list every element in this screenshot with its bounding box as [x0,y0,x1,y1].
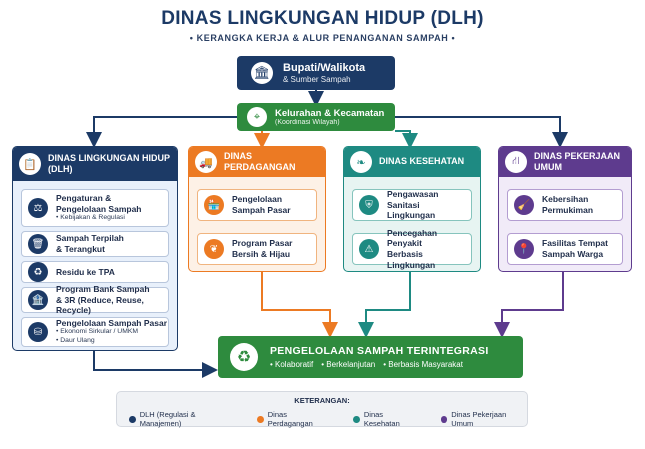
leaf-icon: ❦ [204,239,224,259]
item-title: Pengawasan Sanitasi [387,189,439,210]
list-item: ♻ Residu ke TPA [21,261,169,283]
warning-icon: ⚠ [359,239,379,259]
bupati-title: Bupati/Walikota [283,62,366,74]
dept-dlh: 📋 DINAS LINGKUNGAN HIDUP (DLH) ⚖ Pengatu… [12,146,178,351]
list-item: ❦ Program Pasar Bersih & Hijau [197,233,317,265]
item-title: Fasilitas Tempat [542,238,608,249]
dept-dlh-header: 📋 DINAS LINGKUNGAN HIDUP (DLH) [13,147,177,181]
recycle-icon: ♻ [28,262,48,282]
item-sub: • Ekonomi Sirkular / UMKM [56,328,139,336]
dept-perdagangan-title: DINAS PERDAGANGAN [224,150,296,172]
item-sub: • Daur Ulang [56,337,95,345]
item-title: Permukiman [542,205,594,215]
item-title: Pengelolaan Sampah Pasar [56,317,168,328]
page-title: DINAS LINGKUNGAN HIDUP (DLH) [161,8,484,29]
kelurahan-sub: (Koordinasi Wilayah) [275,119,340,126]
arrow-to-dlh [86,116,237,148]
legend-item: Dinas Pekerjaan Umum [440,410,527,428]
legend-dot [129,415,136,423]
legend: KETERANGAN: DLH (Regulasi & Manajemen) D… [116,391,528,428]
clipboard-icon: 📋 [19,153,41,175]
location-pin-icon: 📍 [514,239,534,259]
arrow-dlh-final [93,351,218,378]
arrow-pu-final [494,272,564,338]
item-sub: • Kebijakan & Regulasi [56,214,125,222]
dept-kesehatan-header: ❧ DINAS KESEHATAN [344,147,480,177]
arrow-kes-final [358,272,411,338]
broom-icon: 🧹 [514,195,534,215]
coins-icon: ⛁ [28,322,48,342]
legend-title: KETERANGAN: [294,396,350,405]
dept-dlh-title: DINAS LINGKUNGAN HIDUP [48,152,171,163]
road-icon: ⛙ [505,151,527,173]
item-title: Sampah Warga [542,249,604,259]
government-building-icon: 🏛 [251,62,273,84]
arrow-to-pu [395,116,568,148]
final-tag: • Berkelanjutan [321,360,376,369]
kelurahan-title: Kelurahan & Kecamatan [275,108,385,119]
legend-dot [257,415,264,423]
legend-label: Dinas Perdagangan [267,410,313,428]
item-title: Kebersihan [542,194,589,205]
page-subtitle: • KERANGKA KERJA & ALUR PENANGANAN SAMPA… [189,33,456,43]
item-title: Pengelolaan Sampah [56,203,142,214]
legend-item: Dinas Perdagangan [257,410,331,428]
dept-pu-title: DINAS PEKERJAAN UMUM [534,150,621,172]
final-tag: • Kolaboratif [270,360,314,369]
final-tag: • Berbasis Masyarakat [383,360,463,369]
list-item: ⛨ Pengawasan Sanitasi Lingkungan [352,189,472,221]
list-item: 🏪 Pengelolaan Sampah Pasar [197,189,317,221]
legend-dot [353,415,360,423]
legend-label: DLH (Regulasi & Manajemen) [139,410,196,428]
item-title: & 3R (Reduce, Reuse, Recycle) [56,294,144,316]
recycle-icon: ♻ [230,343,258,371]
list-item: 📍 Fasilitas Tempat Sampah Warga [507,233,623,265]
legend-label: Dinas Pekerjaan Umum [451,410,507,428]
item-title: Program Bank Sampah [56,284,150,295]
arrow-dag-final [261,272,338,338]
legend-label: Dinas Kesehatan [363,410,400,428]
item-title: & Terangkut [56,244,105,254]
item-title: Sampah Pasar [232,205,291,215]
legend-item: Dinas Kesehatan [353,410,418,428]
list-item: 🗑 Sampah Terpilah & Terangkut [21,231,169,257]
legend-dot [440,415,448,423]
map-pin-icon: ⌖ [247,107,267,127]
final-title: PENGELOLAAN SAMPAH TERINTEGRASI [270,345,489,357]
kelurahan-box: ⌖ Kelurahan & Kecamatan (Koordinasi Wila… [237,103,395,131]
item-title: Bersih & Hijau [232,249,291,259]
gavel-icon: ⚖ [28,198,48,218]
item-title: Pengelolaan [232,194,283,205]
dept-pu-header: ⛙ DINAS PEKERJAAN UMUM [499,147,631,177]
bupati-box: 🏛 Bupati/Walikota & Sumber Sampah [237,56,395,90]
item-title: Residu ke TPA [56,266,115,277]
bupati-sub: & Sumber Sampah [283,75,351,84]
arrow-to-kes [395,130,418,149]
dept-perdagangan-header: 🚚 DINAS PERDAGANGAN [189,147,325,177]
dept-dlh-title2: (DLH) [48,164,73,174]
list-item: 🏦 Program Bank Sampah & 3R (Reduce, Reus… [21,284,169,316]
item-title: Lingkungan [387,210,436,221]
legend-item: DLH (Regulasi & Manajemen) [129,410,235,428]
list-item: ⛁ Pengelolaan Sampah Pasar • Ekonomi Sir… [21,317,169,347]
item-title: Pencegahan Penyakit [387,227,438,249]
bank-icon: 🏦 [28,290,48,310]
integrated-management-box: ♻ PENGELOLAAN SAMPAH TERINTEGRASI • Kola… [218,336,523,378]
truck-icon: 🚚 [195,151,217,173]
dept-pekerjaan-umum: ⛙ DINAS PEKERJAAN UMUM 🧹 Kebersihan Perm… [498,146,632,272]
list-item: 🧹 Kebersihan Permukiman [507,189,623,221]
item-title: Pengaturan & [56,192,112,203]
plant-hand-icon: ❧ [350,151,372,173]
market-stall-icon: 🏪 [204,195,224,215]
item-title: Berbasis Lingkungan [387,249,436,270]
dept-kesehatan-title: DINAS KESEHATAN [379,156,465,167]
item-title: Sampah Terpilah [56,233,124,244]
dept-kesehatan: ❧ DINAS KESEHATAN ⛨ Pengawasan Sanitasi … [343,146,481,272]
list-item: ⚖ Pengaturan & Pengelolaan Sampah • Kebi… [21,189,169,227]
item-title: Program Pasar [232,238,293,249]
shield-icon: ⛨ [359,195,379,215]
list-item: ⚠ Pencegahan Penyakit Berbasis Lingkunga… [352,228,472,270]
trash-bin-icon: 🗑 [28,234,48,254]
dept-perdagangan: 🚚 DINAS PERDAGANGAN 🏪 Pengelolaan Sampah… [188,146,326,272]
